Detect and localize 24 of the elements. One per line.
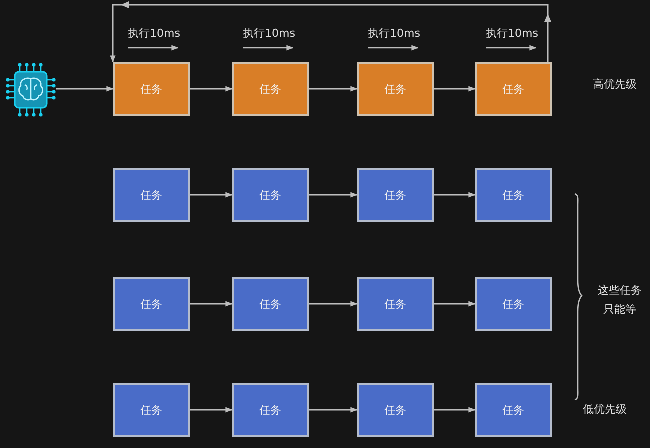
task-box: 任务 <box>232 277 309 331</box>
priority-label: 低优先级 <box>583 402 627 417</box>
task-box: 任务 <box>232 383 309 437</box>
priority-label: 高优先级 <box>593 77 637 92</box>
task-box: 任务 <box>475 62 552 116</box>
task-box: 任务 <box>357 62 434 116</box>
note-text: 这些任务只能等 <box>597 283 643 318</box>
task-box: 任务 <box>113 383 190 437</box>
duration-label: 执行10ms <box>128 26 180 41</box>
task-box: 任务 <box>113 62 190 116</box>
task-box: 任务 <box>232 168 309 222</box>
task-box: 任务 <box>113 168 190 222</box>
task-box: 任务 <box>475 168 552 222</box>
task-box: 任务 <box>232 62 309 116</box>
task-box: 任务 <box>475 277 552 331</box>
task-box: 任务 <box>357 277 434 331</box>
task-box: 任务 <box>357 168 434 222</box>
chip-icon <box>6 62 56 118</box>
duration-label: 执行10ms <box>368 26 420 41</box>
task-box: 任务 <box>475 383 552 437</box>
duration-label: 执行10ms <box>486 26 538 41</box>
task-box: 任务 <box>113 277 190 331</box>
task-box: 任务 <box>357 383 434 437</box>
duration-label: 执行10ms <box>243 26 296 41</box>
